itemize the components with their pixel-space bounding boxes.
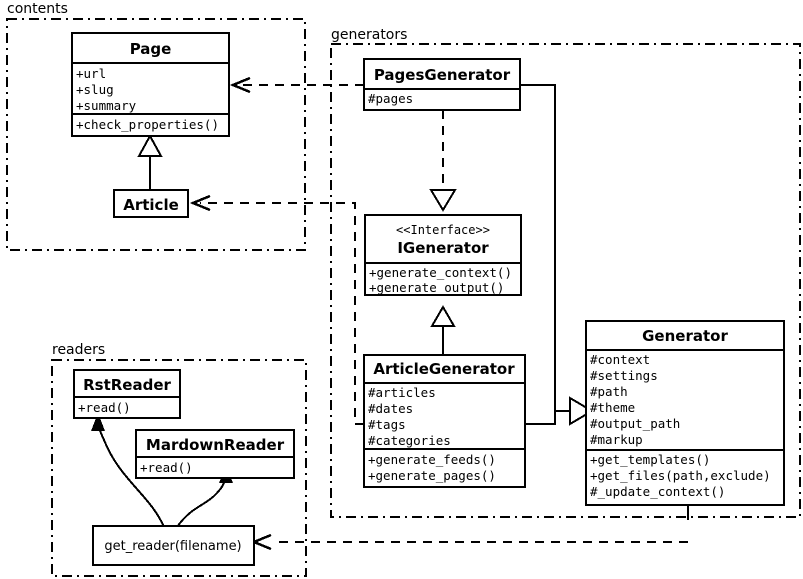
class-pages-generator[interactable]: PagesGenerator #pages: [363, 58, 521, 111]
class-article-generator-attribute: #articles: [368, 385, 436, 400]
class-rst-reader[interactable]: RstReader +read(): [73, 369, 181, 419]
class-generator[interactable]: Generator #context #settings #path #them…: [585, 320, 785, 506]
class-article-generator[interactable]: ArticleGenerator #articles #dates #tags …: [363, 354, 526, 488]
relation-line: [176, 471, 227, 528]
class-article-generator-method: +generate_pages(): [368, 468, 496, 483]
relation-line: [200, 202, 364, 425]
package-readers-border: [51, 359, 307, 577]
class-igenerator-stereotype: <<Interface>>: [396, 223, 490, 237]
class-page-method: +check_properties(): [76, 117, 219, 132]
class-generator-attribute: #path: [590, 384, 628, 399]
relation-articlegenerator-inherits-igenerator: [430, 305, 456, 355]
class-article-generator-name: ArticleGenerator: [373, 360, 515, 378]
generalization-arrowhead: [137, 133, 163, 157]
function-get-reader[interactable]: get_reader(filename): [92, 525, 255, 566]
class-generator-attribute: #markup: [590, 432, 643, 447]
class-igenerator-method: +generate_output(): [369, 280, 504, 295]
package-contents-border: [6, 18, 306, 251]
package-contents: contents: [6, 1, 306, 251]
function-get-reader-name: get_reader(filename): [104, 539, 241, 554]
class-article-generator-method: +generate_feeds(): [368, 452, 496, 467]
dependency-arrowhead: [229, 76, 251, 94]
relation-pagesgenerator-inherits-generator: [520, 84, 570, 412]
class-page[interactable]: Page +url +slug +summary +check_properti…: [71, 32, 230, 137]
class-generator-method: #_update_context(): [590, 484, 725, 499]
class-article-generator-attribute: #tags: [368, 417, 406, 432]
package-generators-border: [330, 43, 801, 518]
class-rst-reader-method: +read(): [78, 400, 131, 415]
class-pages-generator-box[interactable]: [363, 58, 521, 111]
class-generator-box[interactable]: [585, 320, 785, 506]
class-generator-attribute: #theme: [590, 400, 635, 415]
class-mardown-reader[interactable]: MardownReader +read(): [135, 429, 295, 479]
generalization-arrowhead: [430, 305, 456, 327]
class-igenerator-box[interactable]: [364, 214, 522, 296]
package-readers: readers: [51, 342, 307, 577]
class-igenerator-name: IGenerator: [397, 239, 489, 257]
relation-pagesgenerator-depends-page: [229, 76, 364, 94]
class-article[interactable]: Article: [113, 189, 189, 218]
class-generator-attribute: #output_path: [590, 416, 680, 431]
package-readers-label: readers: [52, 342, 105, 358]
dependency-arrowhead: [189, 194, 211, 212]
class-pages-generator-name: PagesGenerator: [374, 66, 511, 84]
package-generators: generators: [330, 27, 801, 518]
class-rst-reader-box[interactable]: [73, 369, 181, 419]
class-igenerator[interactable]: <<Interface>> IGenerator +generate_conte…: [364, 214, 522, 296]
class-mardown-reader-box[interactable]: [135, 429, 295, 479]
class-generator-attribute: #context: [590, 352, 650, 367]
class-page-attribute: +slug: [76, 82, 114, 97]
package-contents-label: contents: [7, 1, 68, 17]
class-generator-attribute: #settings: [590, 368, 658, 383]
class-page-attribute: +url: [76, 66, 106, 81]
class-page-name: Page: [130, 40, 172, 58]
class-article-generator-attribute: #dates: [368, 401, 413, 416]
class-article-generator-box[interactable]: [363, 354, 526, 488]
class-article-generator-attribute: #categories: [368, 433, 451, 448]
package-generators-label: generators: [331, 27, 407, 43]
relation-generator-depends-get-reader: [250, 505, 689, 551]
class-generator-name: Generator: [642, 327, 728, 345]
class-page-box[interactable]: [71, 32, 230, 137]
relation-pagesgenerator-realizes-igenerator: [429, 110, 457, 212]
relation-line: [520, 84, 570, 412]
arrowhead: [91, 413, 105, 431]
class-generator-method: +get_files(path,exclude): [590, 468, 771, 483]
dependency-arrowhead: [250, 533, 272, 551]
class-mardown-reader-method: +read(): [140, 460, 193, 475]
function-get-reader-box[interactable]: [92, 525, 255, 566]
class-article-name: Article: [123, 196, 179, 214]
relation-article-inherits-page: [137, 133, 163, 190]
generalization-arrowhead: [569, 396, 594, 426]
class-generator-method: +get_templates(): [590, 452, 710, 467]
class-igenerator-method: +generate_context(): [369, 265, 512, 280]
relation-line: [525, 411, 556, 425]
class-article-box[interactable]: [113, 189, 189, 218]
relation-articlegenerator-depends-article: [189, 194, 364, 425]
realization-arrowhead: [429, 189, 457, 212]
relation-articlegenerator-inherits-generator: [525, 411, 556, 425]
class-pages-generator-attribute: #pages: [368, 91, 413, 106]
relation-get-reader-creates-rstreader: [91, 413, 165, 528]
class-page-attribute: +summary: [76, 98, 137, 113]
class-rst-reader-name: RstReader: [83, 376, 171, 394]
class-mardown-reader-name: MardownReader: [146, 436, 285, 454]
